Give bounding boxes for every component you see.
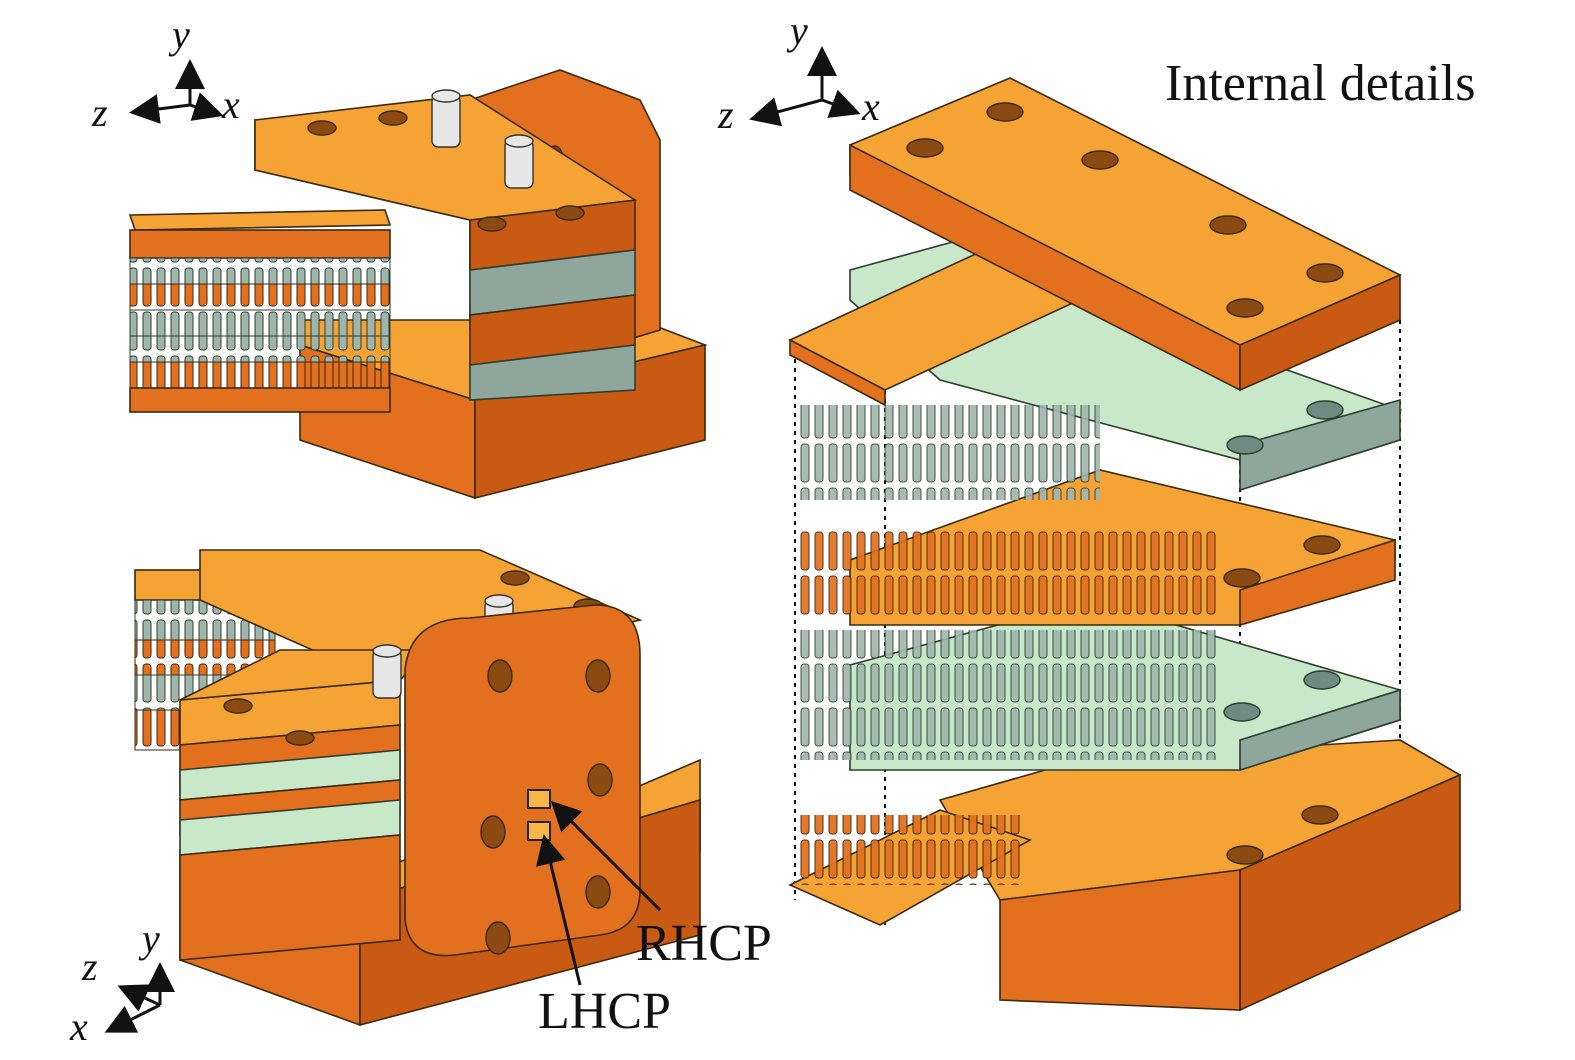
axis-label-z: z (91, 90, 108, 135)
view-bottom-left: RHCP LHCP y z x (69, 549, 772, 1049)
axis-label-y-2: y (138, 916, 160, 961)
lhcp-label: LHCP (538, 983, 671, 1040)
lhcp-callout-arrow (536, 834, 582, 986)
axis-triad-top-left: y z x (91, 12, 240, 135)
axis-triad-bottom-left: y z x (69, 916, 175, 1049)
axis-label-y: y (168, 12, 190, 57)
axis-label-x-2: x (69, 1004, 88, 1049)
axis-label-x-3: x (861, 84, 880, 129)
rhcp-port (527, 789, 551, 809)
view-top-left: y z x (91, 12, 708, 500)
axis-label-z-2: z (81, 944, 98, 989)
rhcp-callout-arrow (550, 800, 662, 912)
axis-label-z-3: z (717, 92, 734, 137)
rhcp-label: RHCP (636, 915, 772, 972)
axis-triad-right: y z x (717, 8, 880, 137)
axis-label-x: x (221, 82, 240, 127)
internal-details-label: Internal details (1165, 55, 1475, 112)
view-exploded: Internal details y z x (717, 8, 1475, 1012)
axis-label-y-3: y (786, 8, 808, 53)
lhcp-port (527, 821, 551, 841)
